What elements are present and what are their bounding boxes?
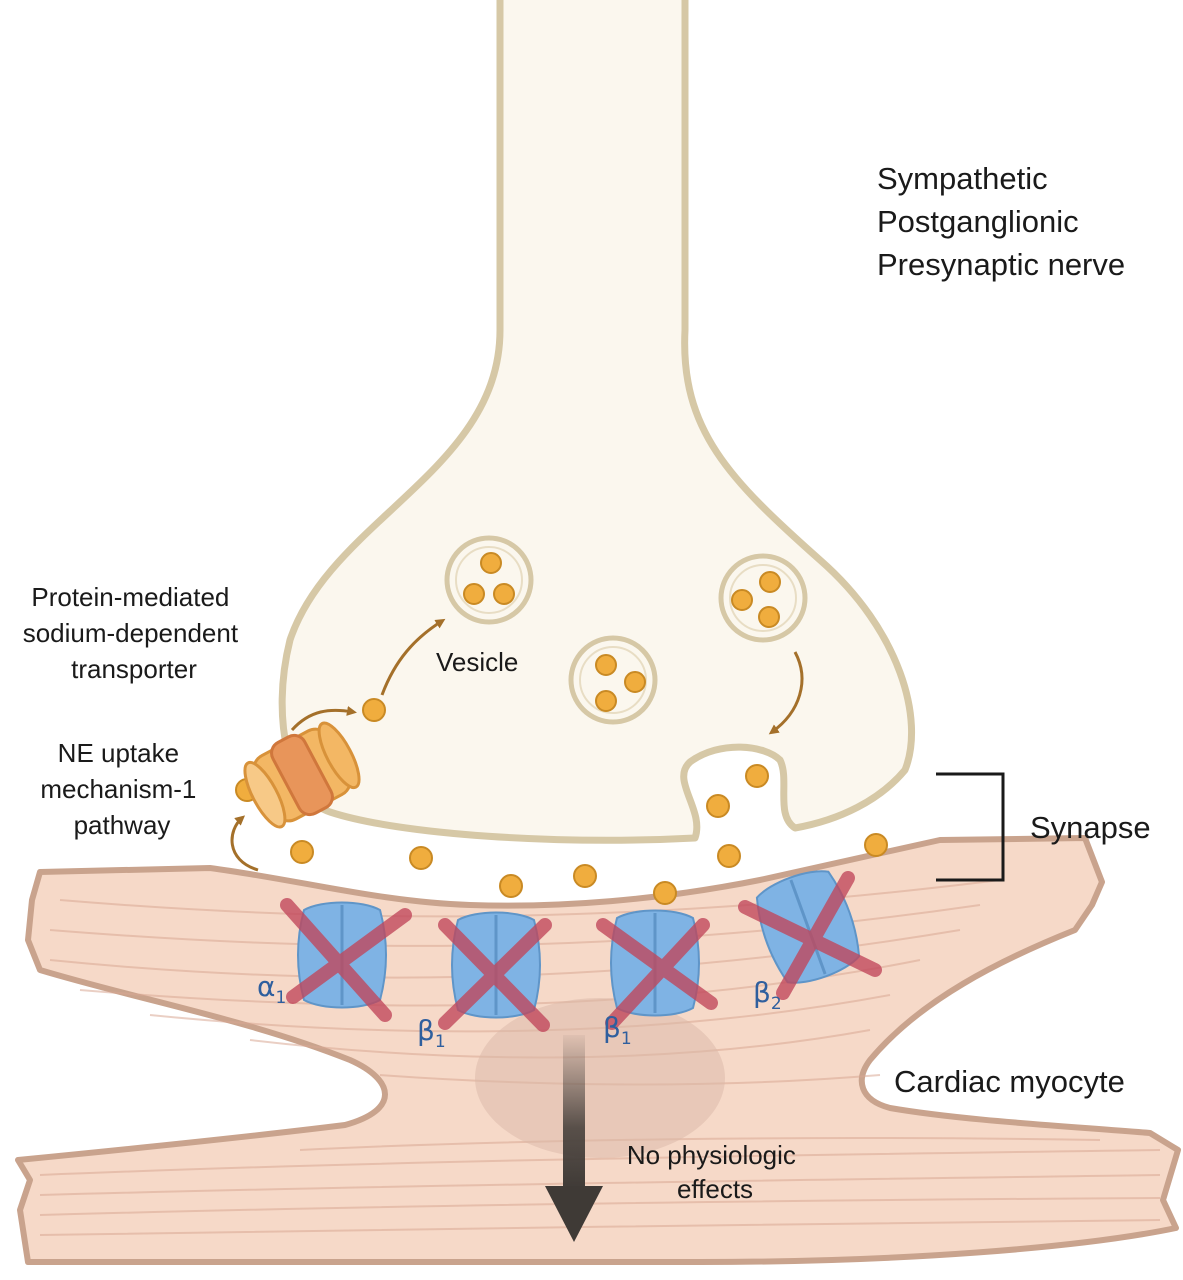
receptor-block-crosses xyxy=(280,871,882,1032)
vesicle xyxy=(718,553,808,643)
to-vesicle-arrow xyxy=(380,618,446,696)
vesicle xyxy=(568,635,658,725)
effects-label: No physiologic effects xyxy=(627,1140,803,1204)
block-x-icon xyxy=(438,918,552,1032)
myocyte-label: Cardiac myocyte xyxy=(894,1064,1125,1099)
synapse-label: Synapse xyxy=(1030,810,1151,845)
synapse-bracket xyxy=(936,772,1005,882)
block-x-icon xyxy=(280,898,412,1022)
block-x-icon xyxy=(596,918,718,1030)
receptor-labels: α1 β1 β1 β2 xyxy=(257,970,782,1052)
cardiac-myocyte xyxy=(15,835,1181,1266)
transporter-label: Protein-mediated sodium-dependent transp… xyxy=(23,582,246,684)
transporter-to-cytoplasm-arrow xyxy=(290,706,357,732)
vesicles xyxy=(444,535,808,725)
nucleus-shadow xyxy=(475,998,725,1158)
block-x-icon xyxy=(738,871,882,1000)
receptor-label: α1 xyxy=(257,970,286,1008)
na-dependent-transporter xyxy=(243,721,361,829)
receptor-label: β1 xyxy=(417,1014,446,1052)
effect-arrow xyxy=(545,1035,603,1242)
receptor-label: β1 xyxy=(603,1011,632,1049)
reuptake-arrow xyxy=(230,815,259,872)
uptake-label: NE uptake mechanism-1 pathway xyxy=(40,738,203,840)
nerve-label: Sympathetic Postganglionic Presynaptic n… xyxy=(877,161,1125,282)
receptor-label: β2 xyxy=(753,976,782,1014)
pathway-arrows xyxy=(230,618,804,872)
vesicle-release-arrow xyxy=(768,651,804,735)
vesicle-label: Vesicle xyxy=(436,647,518,677)
vesicle xyxy=(444,535,534,625)
